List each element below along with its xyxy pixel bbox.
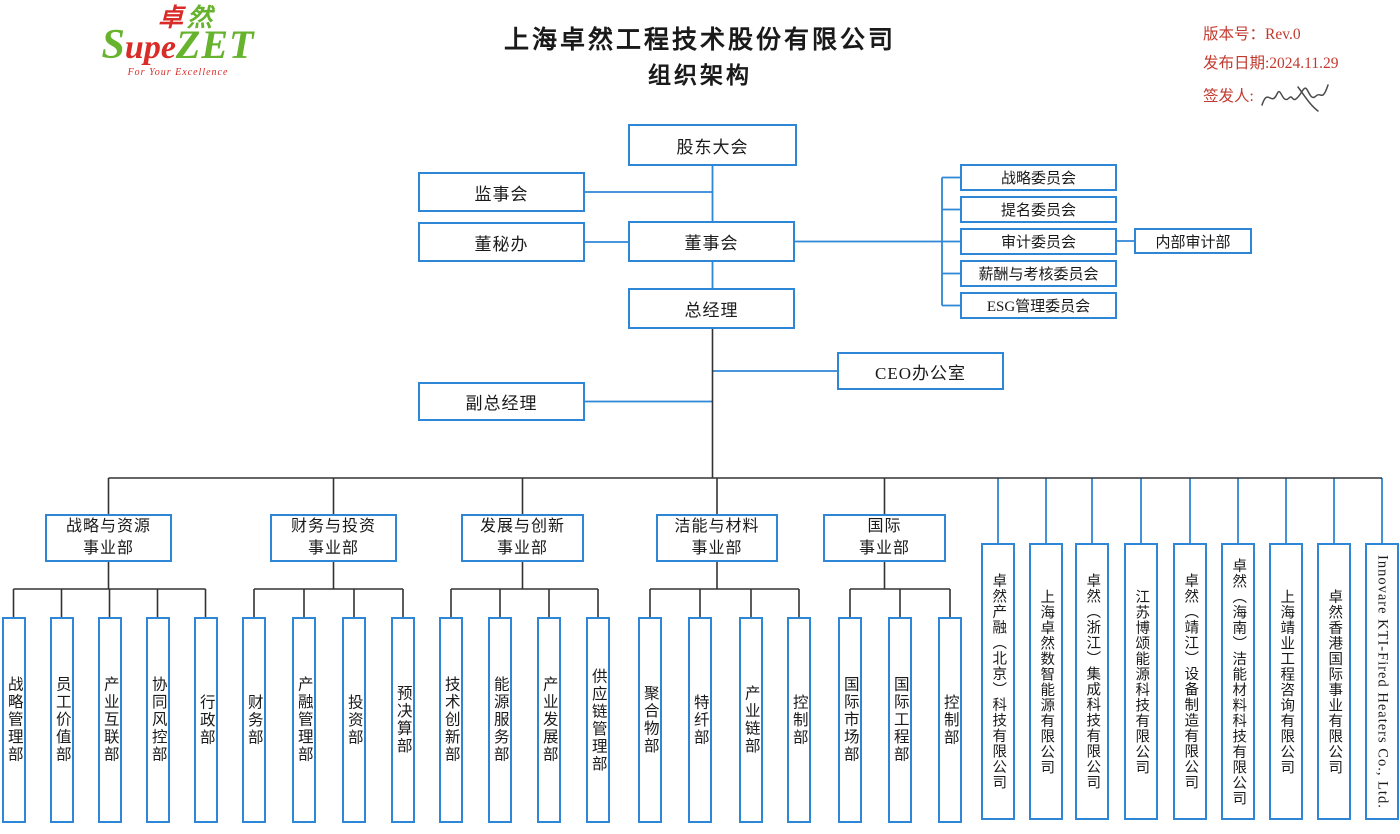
node-dept-industry-finance-management: 产融管理部 [292, 617, 316, 823]
division-label-line1: 发展与创新 [479, 518, 565, 536]
logo-tagline: For Your Excellence [127, 66, 229, 78]
node-dept-supply-chain-management: 供应链管理部 [586, 617, 610, 823]
logo-letters-zet: ZET [175, 22, 255, 67]
node-esg-committee: ESG管理委员会 [960, 292, 1117, 319]
logo-wordmark: SupeZET [78, 24, 278, 66]
node-subsidiary-beijing-tech: 卓然产融（北京）科技有限公司 [981, 543, 1015, 820]
node-dept-technology-innovation: 技术创新部 [439, 617, 463, 823]
node-dept-finance: 财务部 [242, 617, 266, 823]
node-ceo-office: CEO办公室 [837, 352, 1004, 390]
node-general-manager: 总经理 [628, 288, 795, 329]
logo-hanzi: 卓然 [96, 6, 278, 31]
logo-hanzi-ran: 然 [187, 5, 217, 32]
node-division-strategy-resources: 战略与资源 事业部 [45, 514, 172, 562]
release-date: 发布日期:2024.11.29 [1203, 55, 1339, 73]
node-dept-industry-chain: 产业链部 [739, 617, 763, 823]
node-dept-international-market: 国际市场部 [838, 617, 862, 823]
node-division-clean-energy-materials: 洁能与材料 事业部 [656, 514, 778, 562]
division-label-line1: 财务与投资 [290, 518, 376, 536]
node-supervisory-board: 监事会 [418, 172, 585, 212]
document-meta: 版本号：Rev.0 发布日期:2024.11.29 签发人: [1203, 20, 1338, 115]
node-dept-special-fiber: 特纤部 [688, 617, 712, 823]
company-logo: 卓然 SupeZET For Your Excellence [78, 6, 278, 78]
node-dept-polymer: 聚合物部 [638, 617, 662, 823]
node-subsidiary-hainan-clean-materials: 卓然（海南）洁能材料科技有限公司 [1221, 543, 1255, 820]
node-deputy-general-manager: 副总经理 [418, 382, 585, 421]
node-audit-committee: 审计委员会 [960, 228, 1117, 255]
signer-label: 签发人: [1203, 88, 1254, 106]
node-dept-administration: 行政部 [194, 617, 218, 823]
node-subsidiary-hongkong-international: 卓然香港国际事业有限公司 [1317, 543, 1351, 820]
node-dept-budget-final-accounts: 预决算部 [391, 617, 415, 823]
node-board-secretary-office: 董秘办 [418, 222, 585, 262]
logo-letter-s: S [101, 22, 125, 68]
node-subsidiary-shanghai-jingye-consulting: 上海靖业工程咨询有限公司 [1269, 543, 1303, 820]
node-dept-investment: 投资部 [342, 617, 366, 823]
node-board-of-directors: 董事会 [628, 221, 795, 262]
division-label-line1: 战略与资源 [65, 518, 151, 536]
node-dept-employee-value: 员工价值部 [50, 617, 74, 823]
logo-letters-upe: upe [124, 29, 176, 66]
division-label-line2: 事业部 [691, 540, 743, 557]
division-label-line2: 事业部 [307, 540, 359, 557]
node-dept-international-engineering: 国际工程部 [888, 617, 912, 823]
division-label-line2: 事业部 [496, 540, 548, 557]
division-label-line2: 事业部 [858, 540, 910, 557]
node-subsidiary-zhejiang-integration: 卓然（浙江）集成科技有限公司 [1075, 543, 1109, 820]
node-dept-control-1: 控制部 [787, 617, 811, 823]
node-shareholders-meeting: 股东大会 [628, 124, 797, 166]
node-internal-audit-dept: 内部审计部 [1134, 228, 1252, 254]
node-subsidiary-innovare-kti: Innovare KTI-Fired Heaters Co., Ltd. [1365, 543, 1399, 820]
page-title-chart: 组织架构 [648, 62, 752, 88]
division-label-line2: 事业部 [82, 540, 134, 557]
signature-image [1261, 84, 1329, 112]
logo-hanzi-zhuo: 卓 [157, 5, 187, 32]
page-title: 上海卓然工程技术股份有限公司 组织架构 [0, 22, 1400, 92]
node-dept-control-2: 控制部 [938, 617, 962, 823]
node-compensation-appraisal-committee: 薪酬与考核委员会 [960, 260, 1117, 287]
division-label-line1: 洁能与材料 [674, 518, 760, 536]
node-division-development-innovation: 发展与创新 事业部 [461, 514, 584, 562]
node-subsidiary-shanghai-digital-energy: 上海卓然数智能源有限公司 [1029, 543, 1063, 820]
node-division-international: 国际 事业部 [823, 514, 946, 562]
node-dept-energy-services: 能源服务部 [488, 617, 512, 823]
division-label-line1: 国际 [867, 518, 902, 536]
page-title-company: 上海卓然工程技术股份有限公司 [503, 27, 896, 54]
node-subsidiary-jingjiang-equipment: 卓然（靖江）设备制造有限公司 [1173, 543, 1207, 820]
node-strategy-committee: 战略委员会 [960, 164, 1117, 191]
node-dept-collaborative-risk-control: 协同风控部 [146, 617, 170, 823]
node-dept-industry-interconnection: 产业互联部 [98, 617, 122, 823]
node-subsidiary-jiangsu-bosong-energy: 江苏博颂能源科技有限公司 [1124, 543, 1158, 820]
node-division-finance-investment: 财务与投资 事业部 [270, 514, 397, 562]
version-number: 版本号：Rev.0 [1203, 26, 1301, 43]
node-dept-industry-development: 产业发展部 [537, 617, 561, 823]
node-nomination-committee: 提名委员会 [960, 196, 1117, 223]
node-dept-strategy-management: 战略管理部 [2, 617, 26, 823]
